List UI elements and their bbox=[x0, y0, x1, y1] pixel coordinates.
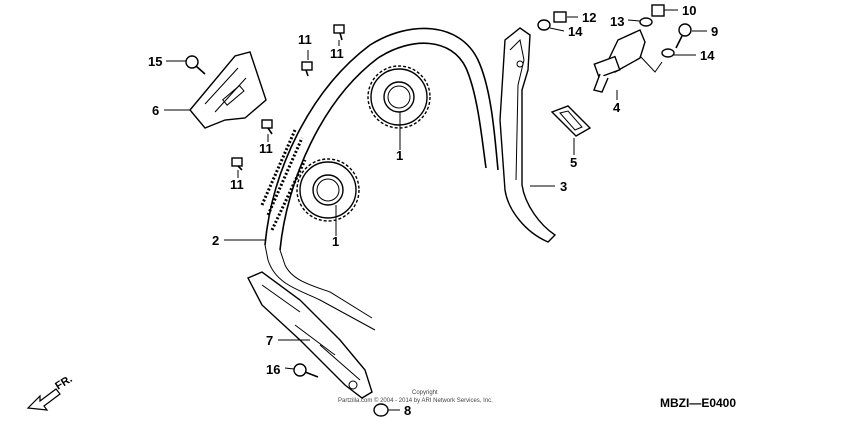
front-direction-arrow-icon bbox=[26, 388, 61, 411]
callout-11a: 11 bbox=[298, 32, 312, 47]
callout-3: 3 bbox=[560, 179, 567, 194]
callout-7: 7 bbox=[266, 333, 273, 348]
callout-14b: 14 bbox=[700, 48, 715, 63]
callout-9: 9 bbox=[711, 24, 718, 39]
callout-11b: 11 bbox=[330, 46, 344, 61]
lower-chain-guide[interactable] bbox=[247, 271, 373, 399]
callout-2: 2 bbox=[212, 233, 219, 248]
leader-lines bbox=[164, 9, 707, 411]
sprocket-upper[interactable] bbox=[367, 65, 431, 129]
callout-11d: 11 bbox=[230, 177, 244, 192]
sprocket-lower[interactable] bbox=[296, 158, 360, 222]
tensioner-gasket[interactable] bbox=[550, 105, 592, 137]
callout-6: 6 bbox=[152, 103, 159, 118]
bolt-12[interactable] bbox=[553, 11, 567, 23]
bolt-11d[interactable] bbox=[231, 157, 243, 171]
callout-15: 15 bbox=[148, 54, 162, 69]
tensioner-arm[interactable] bbox=[499, 27, 557, 243]
callout-14a: 14 bbox=[568, 24, 583, 39]
washer-14b[interactable] bbox=[661, 48, 675, 58]
callout-11c: 11 bbox=[259, 141, 273, 156]
copyright-line-2: Partzilla.com © 2004 - 2014 by ARI Netwo… bbox=[338, 397, 493, 404]
callout-4: 4 bbox=[613, 100, 621, 115]
upper-chain-guide[interactable] bbox=[189, 51, 267, 129]
bolt-10[interactable] bbox=[651, 4, 665, 17]
callout-10: 10 bbox=[682, 3, 696, 18]
tensioner-lifter[interactable] bbox=[593, 29, 663, 93]
bolt-11a[interactable] bbox=[301, 61, 313, 77]
callout-12: 12 bbox=[582, 10, 596, 25]
bolt-11c[interactable] bbox=[261, 119, 273, 135]
callout-8: 8 bbox=[404, 403, 411, 418]
washer-13[interactable] bbox=[639, 17, 653, 27]
washer-14a[interactable] bbox=[537, 19, 551, 31]
bolt-16[interactable] bbox=[293, 363, 319, 378]
bolt-15[interactable] bbox=[185, 55, 206, 75]
callout-5: 5 bbox=[570, 155, 577, 170]
diagram-code: MBZI—E0400 bbox=[660, 396, 736, 410]
callout-13: 13 bbox=[610, 14, 624, 29]
callout-1a: 1 bbox=[396, 148, 403, 163]
bolt-9[interactable] bbox=[675, 23, 692, 49]
callout-1b: 1 bbox=[332, 234, 339, 249]
copyright-line-1: Copyright bbox=[412, 390, 438, 396]
cam-chain[interactable] bbox=[260, 27, 499, 331]
bolt-11b[interactable] bbox=[333, 24, 345, 41]
callout-16: 16 bbox=[266, 362, 280, 377]
nut-8[interactable] bbox=[373, 403, 389, 417]
